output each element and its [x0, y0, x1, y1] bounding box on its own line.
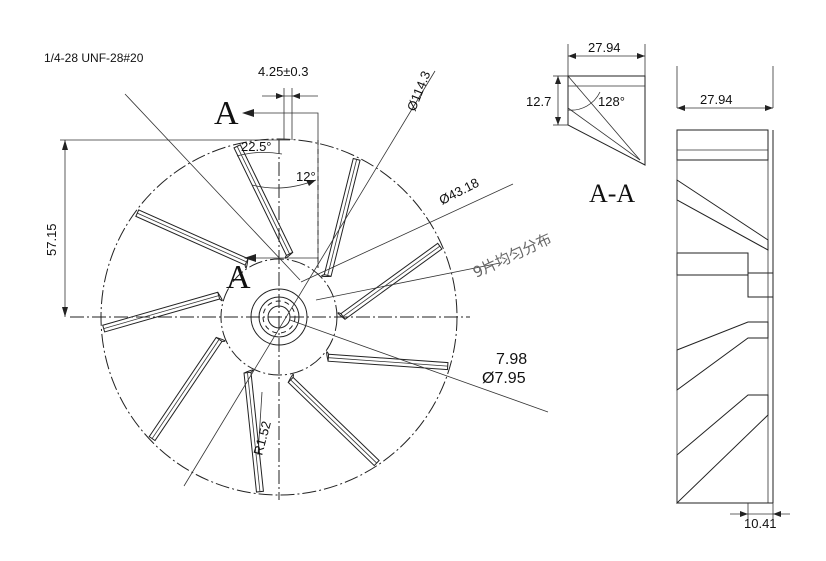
angle-arc-225 [236, 152, 283, 157]
blade-edge [247, 372, 261, 492]
hub-ring-inner [262, 300, 296, 334]
section-profile-inner [567, 75, 641, 161]
radius-label: R1.52 [250, 419, 273, 456]
section-angle-arc [567, 91, 601, 111]
section-height-label: 12.7 [526, 94, 551, 109]
blade [243, 371, 264, 493]
hub-ring [258, 296, 300, 338]
dim-57-arrow-bottom [62, 307, 68, 317]
side-bottom-label: 10.41 [744, 516, 777, 531]
dim-57-arrow-top [62, 140, 68, 150]
blade [233, 144, 294, 257]
blade-edge [236, 146, 290, 255]
blade-root-fillet [321, 274, 332, 277]
sec-height-arrow-t [555, 76, 561, 84]
dim-425-arrow-left [276, 93, 284, 99]
side-blade-4 [676, 321, 769, 391]
blade-root-fillet [337, 312, 346, 320]
sec-dim-arrow-r [637, 53, 645, 59]
side-blade-2 [676, 179, 769, 251]
side-dim-arrow-r [765, 105, 773, 111]
section-mark-mid: A [226, 259, 251, 296]
blade-note-leader [315, 262, 501, 301]
side-bottom-arrow-r [773, 511, 781, 517]
blade-edge [328, 357, 448, 367]
hub-diameter-label: Ø43.18 [437, 175, 482, 208]
sec-height-arrow-b [555, 117, 561, 125]
section-title: A-A [589, 179, 635, 208]
blade [327, 353, 449, 371]
bore-leader [289, 319, 549, 413]
angle-12-label: 12° [296, 169, 316, 184]
section-arrow-mid [244, 254, 256, 262]
blades [102, 144, 449, 493]
dim-425-arrow-right [292, 93, 300, 99]
side-view [676, 66, 790, 520]
section-width-label: 27.94 [588, 40, 621, 55]
angle-arrow-12 [306, 180, 316, 186]
bore [267, 305, 291, 329]
angle-225-label: 22.5° [241, 139, 272, 154]
blade-edge [151, 339, 220, 439]
side-width-label: 27.94 [700, 92, 733, 107]
blade [148, 336, 223, 442]
blade-root-fillet [244, 258, 249, 269]
blade-root-fillet [217, 292, 223, 302]
blade [102, 291, 221, 333]
blade-edge [137, 212, 247, 263]
section-mark-top: A [214, 95, 239, 132]
section-profile-inner2 [567, 107, 641, 161]
angle-leader [124, 93, 301, 281]
blade-root-fillet [243, 369, 254, 374]
radius-leader [257, 391, 263, 456]
blade-edge [103, 295, 219, 329]
tolerance-width-label: 4.25±0.3 [258, 64, 309, 79]
side-blade-1 [676, 129, 769, 161]
thread-spec: 1/4-28 UNF-28#20 [44, 51, 144, 65]
blade-edge [342, 245, 441, 317]
side-hub [747, 272, 774, 298]
outer-diameter-label: Ø114.3 [404, 69, 434, 113]
section-view [553, 44, 646, 166]
section-profile [567, 75, 646, 166]
side-dim-arrow-l [677, 105, 685, 111]
bore-upper-label: 7.98 [496, 351, 527, 368]
side-bottom-arrow-l [740, 511, 748, 517]
blade-root-fillet [216, 336, 226, 342]
blade-note-label: 9片均匀分布 [470, 230, 554, 282]
side-blade-3 [676, 252, 749, 276]
side-blade-5 [676, 394, 769, 505]
section-angle-label: 128° [598, 94, 625, 109]
blade-edge [327, 159, 358, 276]
blade [340, 242, 443, 320]
section-arrow-top [242, 109, 254, 117]
blade-root-fillet [287, 373, 294, 383]
blade [323, 157, 361, 277]
blade [287, 376, 380, 467]
blade-root-fillet [326, 351, 330, 362]
blade [135, 209, 249, 266]
vertical-height-label: 57.15 [44, 223, 59, 256]
diameter-leader-hub [300, 183, 514, 283]
blade-edge [290, 379, 377, 464]
sec-dim-arrow-l [568, 53, 576, 59]
front-view [60, 70, 549, 500]
bore-lower-label: Ø7.95 [482, 370, 526, 387]
hub-outer [250, 288, 308, 346]
